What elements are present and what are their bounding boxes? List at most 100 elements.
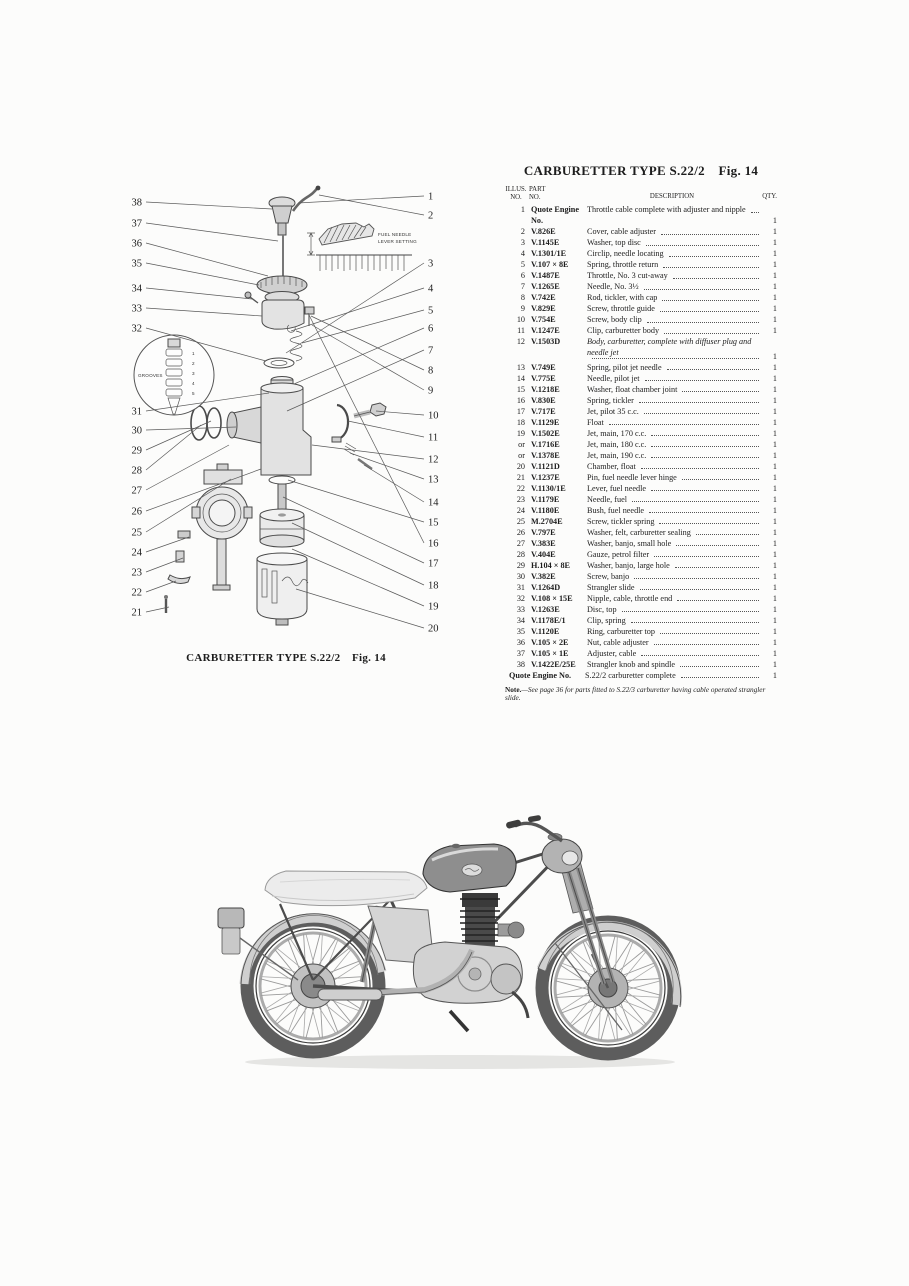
callout-number: 35: [132, 259, 143, 270]
parts-table: CARBURETTER TYPE S.22/2 Fig. 14 ILLUS.NO…: [505, 163, 777, 703]
fuel-needle-small-parts: [164, 530, 191, 613]
ground-shadow: [245, 1055, 675, 1069]
float-chamber-joint-washer: [268, 475, 296, 485]
lever-setting-label-line2: LEVER SETTING: [378, 239, 417, 244]
col-qty: QTY.: [762, 193, 777, 201]
callout-number: 31: [132, 407, 143, 418]
groove-number: 4: [192, 381, 195, 386]
callout-number: 28: [132, 466, 143, 477]
callout-number: 18: [428, 581, 439, 592]
groove-number: 3: [192, 371, 195, 376]
callout-number: 10: [428, 411, 439, 422]
groove-number: 1: [192, 351, 195, 356]
banjo-bolt: [353, 402, 387, 419]
diagram-caption: CARBURETTER TYPE S.22/2 Fig. 14: [186, 652, 386, 664]
col-description: DESCRIPTION: [649, 193, 695, 201]
callout-number: 14: [428, 498, 439, 509]
callout-number: 26: [132, 507, 143, 518]
carburetter-top: [244, 291, 315, 330]
float: [259, 508, 305, 548]
fuel-tank: [422, 843, 517, 893]
callout-number: 36: [132, 239, 143, 250]
callout-number: 25: [132, 528, 143, 539]
lever-setting-inset: FUEL NEEDLE LEVER SETTING: [307, 222, 417, 271]
float-chamber-lid-assembly: [191, 463, 253, 591]
callout-number: 24: [132, 548, 143, 559]
callout-number: 16: [428, 539, 439, 550]
handlebars: [506, 815, 563, 843]
carburetter-top-ring: [256, 275, 308, 303]
callout-number: 22: [132, 588, 143, 599]
callout-number: 30: [132, 426, 143, 437]
front-fender: [536, 920, 683, 1031]
callout-number: 33: [132, 304, 143, 315]
note-body: —See page 36 for parts fitted to S.22/3 …: [505, 684, 766, 703]
callout-number: 2: [428, 211, 433, 222]
callout-number: 1: [428, 192, 433, 203]
callout-number: 29: [132, 446, 143, 457]
callout-number: 32: [132, 324, 143, 335]
callout-number: 38: [132, 198, 143, 209]
groove-number: 5: [192, 391, 195, 396]
callout-number: 37: [132, 219, 143, 230]
body-clip: [331, 403, 350, 443]
seat: [264, 870, 428, 907]
throttle-return-spring: [286, 324, 303, 362]
strangler-knob: [268, 196, 296, 236]
callout-number: 11: [428, 433, 438, 444]
callout-number: 8: [428, 366, 433, 377]
engine: [412, 893, 530, 1033]
callout-number: 23: [132, 568, 143, 579]
callout-number: 34: [132, 284, 143, 295]
callout-number: 20: [428, 624, 439, 635]
callout-number: 13: [428, 475, 439, 486]
throttle-cable: [291, 185, 321, 212]
motorcycle-svg: [217, 815, 683, 1069]
front-forks: [559, 860, 616, 985]
callout-number: 7: [428, 346, 433, 357]
carburetter-body: [190, 376, 312, 476]
table-note: Note.—See page 36 for parts fitted to S.…: [505, 684, 777, 703]
